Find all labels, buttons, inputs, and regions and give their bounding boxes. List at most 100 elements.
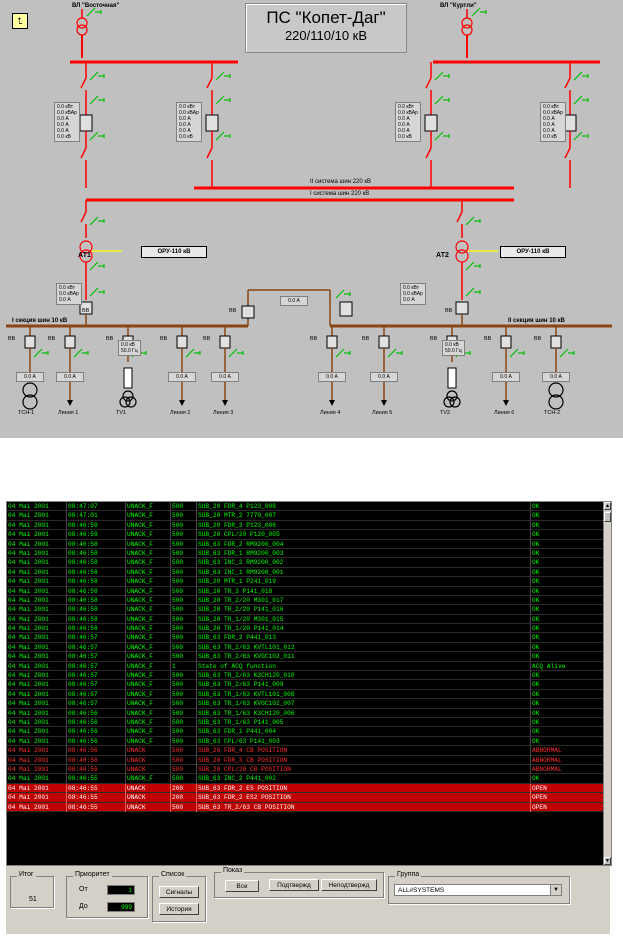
event-description: SUB_20 TR_2/20 P141_016 — [196, 605, 530, 615]
switch-icon — [465, 261, 475, 271]
scroll-thumb[interactable] — [604, 512, 611, 522]
arrow-icon — [222, 400, 228, 406]
breaker-label: ВВ — [48, 336, 56, 342]
event-description: SUB_63 TR_2/63 K3CH120_010 — [196, 671, 530, 681]
event-time: 08:46:58 — [66, 595, 125, 606]
event-priority: 500 — [170, 689, 196, 700]
event-time: 08:46:55 — [66, 783, 125, 794]
event-value: OK — [530, 502, 605, 512]
event-value: OK — [530, 671, 605, 681]
event-time: 08:46:58 — [66, 577, 125, 587]
event-date: 04 Mai 2001 — [8, 672, 49, 680]
event-value: OK — [530, 511, 605, 521]
voltage-transformer-icon — [443, 396, 455, 408]
event-state: UNACK_F — [125, 567, 170, 578]
event-value: ABNORMAL — [530, 746, 605, 756]
show-all-button[interactable]: Все — [225, 880, 259, 892]
up-arrow-icon[interactable]: ⮤ — [12, 13, 28, 29]
event-value: OK — [530, 558, 605, 568]
aux-transformer-icon — [548, 382, 564, 398]
oru-110-button-right[interactable]: ОРУ-110 кВ — [500, 246, 566, 258]
switch-icon — [89, 261, 99, 271]
event-value: OK — [530, 699, 605, 709]
event-value: OK — [530, 689, 605, 700]
event-value: OPEN — [530, 793, 605, 803]
event-description: SUB_20 TR_1/20 P141_014 — [196, 624, 530, 634]
scroll-down-icon[interactable]: ▼ — [604, 857, 611, 865]
event-list-scrollbar[interactable]: ▲ ▼ — [603, 502, 611, 865]
scroll-up-icon[interactable]: ▲ — [604, 502, 611, 510]
measurement-value: 0.0 А — [179, 116, 191, 122]
chevron-down-icon[interactable]: ▼ — [550, 885, 561, 895]
switch-icon — [465, 287, 475, 297]
voltage-transformer-icon — [122, 390, 134, 402]
event-date: 04 Mai 2001 — [8, 578, 49, 586]
event-priority: 500 — [170, 511, 196, 521]
oru-110-button-left[interactable]: ОРУ-110 кВ — [141, 246, 207, 258]
priority-to-field[interactable]: 999 — [107, 902, 135, 912]
event-date: 04 Mai 2001 — [8, 653, 49, 661]
fuse-icon — [123, 367, 133, 389]
event-state: UNACK_F — [125, 642, 170, 653]
circuit-breaker — [64, 335, 76, 349]
event-state: UNACK_F — [125, 586, 170, 596]
priority-from-field[interactable]: 1 — [107, 885, 135, 895]
event-date: 04 Mai 2001 — [8, 700, 49, 708]
event-value: OK — [530, 539, 605, 549]
show-acknowledged-button[interactable]: Подтвержд — [269, 879, 319, 891]
event-description: SUB_63 FDR_1 RM9200_003 — [196, 548, 530, 559]
show-unacknowledged-button[interactable]: Неподтвержд — [321, 879, 377, 891]
circuit-breaker — [378, 335, 390, 349]
disconnector-icon — [206, 77, 213, 89]
event-state: UNACK_F — [125, 661, 170, 672]
signals-button[interactable]: Сигналы — [159, 886, 199, 898]
group-select[interactable]: ALL#SYSTEMS ▼ — [394, 884, 562, 896]
event-state: UNACK_F — [125, 558, 170, 568]
history-button[interactable]: История — [159, 903, 199, 915]
measurement-value: 0.0 А — [398, 116, 410, 122]
event-priority: 500 — [170, 755, 196, 765]
disconnector-icon — [456, 211, 463, 223]
event-state: UNACK_F — [125, 530, 170, 540]
event-state: UNACK_F — [125, 699, 170, 709]
measurement-value: 0.0 А — [57, 116, 69, 122]
feeder-label: Линия 1 — [58, 410, 79, 416]
event-state: UNACK_F — [125, 680, 170, 690]
event-value: OK — [530, 774, 605, 784]
circuit-breaker — [241, 305, 255, 319]
